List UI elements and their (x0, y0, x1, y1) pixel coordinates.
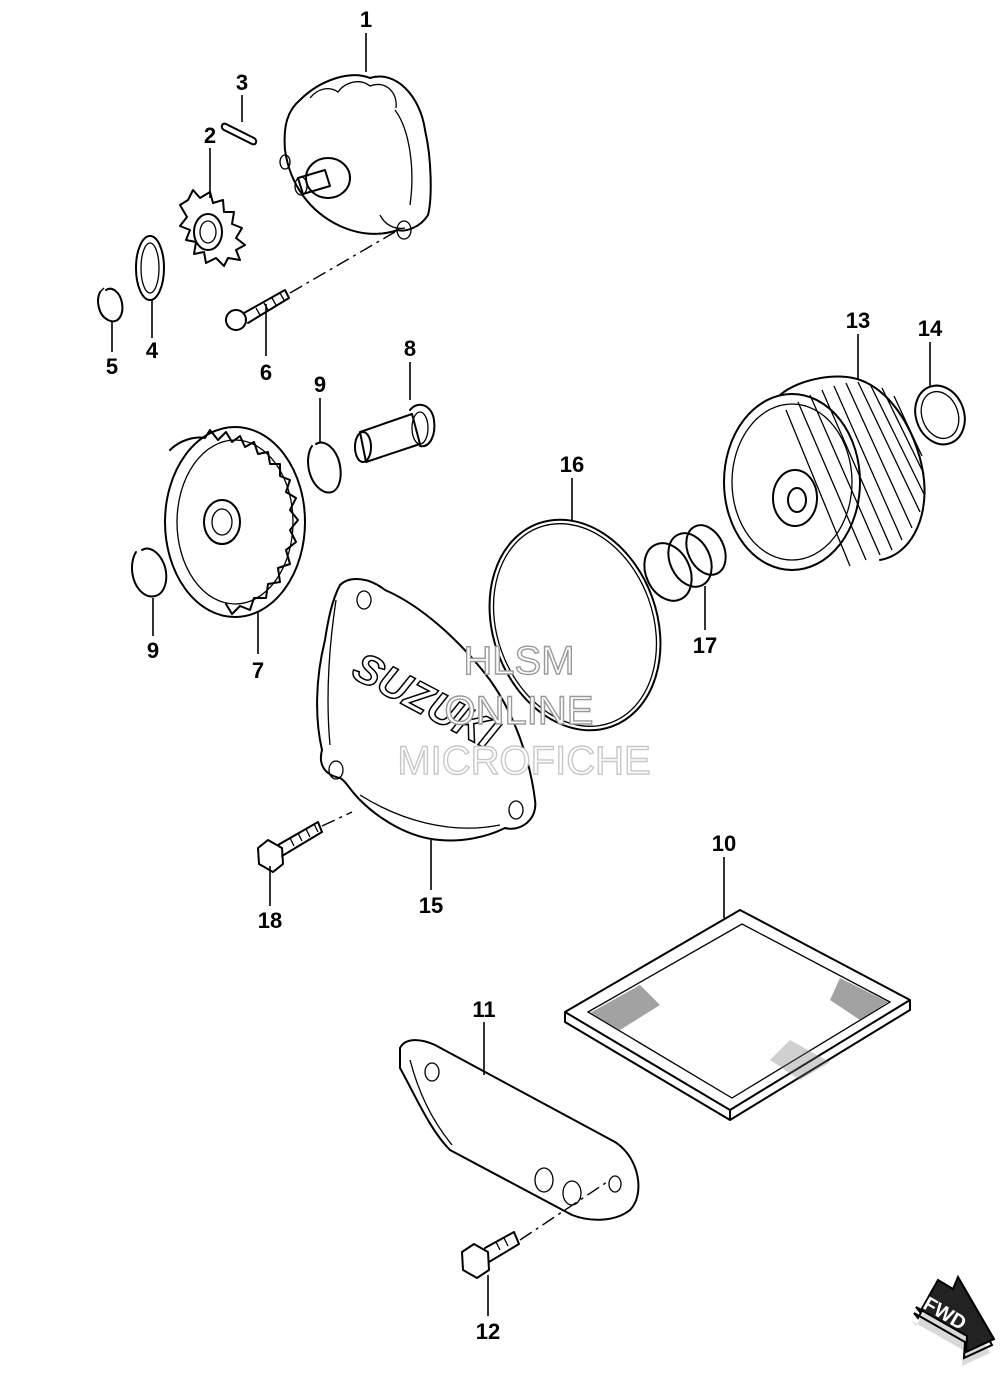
callout-16: 16 (560, 452, 584, 477)
filter-spring (643, 524, 727, 602)
oil-filter-element (723, 375, 926, 571)
callout-10: 10 (712, 831, 736, 856)
callout-6: 6 (260, 360, 272, 385)
callout-8: 8 (404, 336, 416, 361)
callout-9-lower: 9 (147, 638, 159, 663)
pump-driven-gear (164, 426, 306, 618)
circlip-lower (131, 547, 168, 598)
strainer-bracket (399, 1039, 640, 1221)
watermark-line-2: ONLINE (445, 689, 594, 733)
callout-labels: 1 2 3 4 5 6 7 8 9 9 10 11 12 13 14 15 16… (106, 7, 943, 1344)
callout-17: 17 (693, 633, 717, 658)
leader-lines (111, 33, 931, 1316)
callout-9-upper: 9 (314, 372, 326, 397)
watermark-line-1: HLSM (463, 639, 574, 683)
circlip-small (97, 287, 124, 323)
screw-axis-line (289, 231, 396, 294)
callout-1: 1 (360, 7, 372, 32)
cover-bolt (257, 821, 323, 873)
callout-3: 3 (236, 70, 248, 95)
bracket-axis-line (519, 1179, 611, 1241)
callout-2: 2 (204, 123, 216, 148)
bracket-bolt (461, 1231, 520, 1279)
callout-13: 13 (846, 308, 870, 333)
callout-7: 7 (252, 658, 264, 683)
bolt-axis-line (321, 811, 353, 827)
callout-4: 4 (146, 338, 159, 363)
oil-strainer-screen (564, 909, 911, 1121)
callout-11: 11 (472, 997, 495, 1022)
pump-drive-gear (179, 189, 246, 267)
pump-pin (220, 122, 258, 146)
callout-5: 5 (106, 354, 118, 379)
callout-12: 12 (476, 1319, 500, 1344)
callout-15: 15 (419, 893, 443, 918)
oil-filter-cover (316, 578, 537, 842)
oil-pump-body (279, 74, 432, 240)
washer (135, 235, 165, 301)
watermark-line-3: MICROFICHE (397, 739, 650, 783)
watermark: HLSM ONLINE MICROFICHE (397, 638, 652, 783)
filter-o-ring (914, 384, 966, 446)
pump-shaft (354, 403, 436, 463)
callout-18: 18 (258, 908, 282, 933)
callout-14: 14 (918, 316, 943, 341)
circlip-upper (307, 441, 342, 494)
fwd-arrow-icon: FWD (912, 1274, 996, 1366)
cover-o-ring (488, 518, 662, 732)
pump-screw (225, 289, 290, 331)
